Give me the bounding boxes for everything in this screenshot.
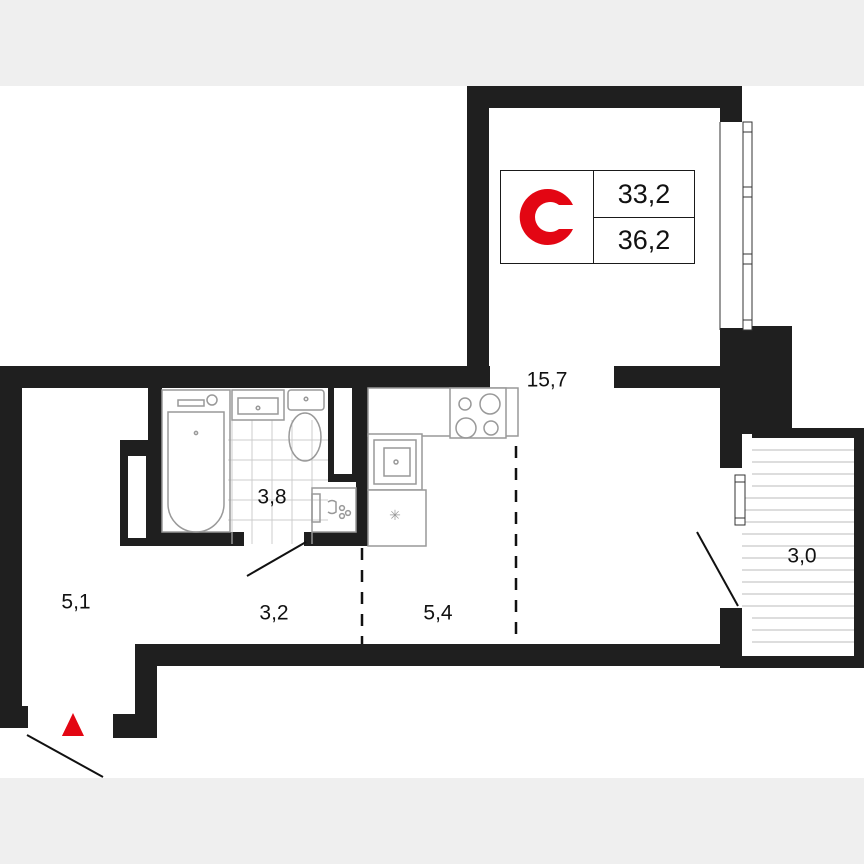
- window-living: [719, 121, 753, 331]
- svg-text:✳: ✳: [389, 507, 401, 523]
- room-label-bathroom: 3,8: [257, 485, 287, 509]
- area-total-value: 36,2: [617, 224, 671, 255]
- room-label-balcony: 3,0: [787, 544, 817, 568]
- balcony-floor: [734, 438, 854, 656]
- area-badge: 33,2 36,2: [500, 170, 695, 264]
- area-living-value: 33,2: [594, 171, 694, 218]
- doors: [26, 531, 739, 778]
- kitchen-fixtures: ✳: [367, 387, 519, 547]
- room-label-hall: 3,2: [259, 601, 289, 625]
- brand-logo: [501, 171, 594, 263]
- walls: [0, 86, 864, 738]
- room-label-kitchen: 5,4: [423, 601, 453, 625]
- room-label-hall-entry: 5,1: [61, 590, 91, 614]
- room-label-living: 15,7: [526, 368, 568, 392]
- bathroom-fixtures: [161, 388, 357, 544]
- logo-c-icon: [519, 189, 573, 245]
